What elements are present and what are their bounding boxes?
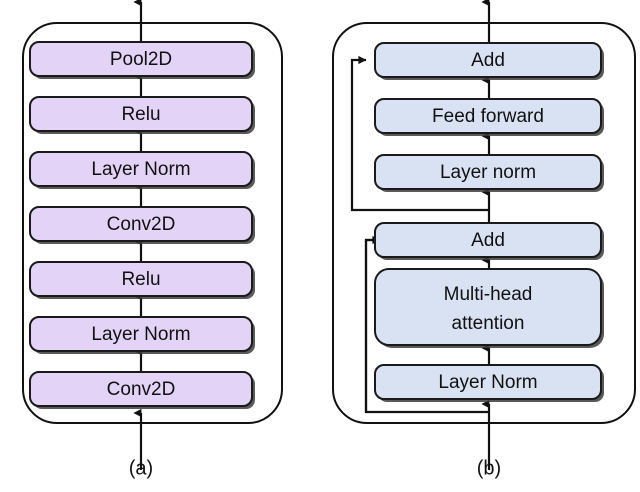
panel-b-block-multi-head-attention[interactable]: Multi-head attention [374, 268, 604, 348]
block-rect [374, 154, 602, 190]
panel-b-block-add-upper[interactable]: Add [374, 42, 604, 80]
skip-connection-feed-forward-residual [350, 55, 489, 212]
block-rect [374, 98, 602, 134]
panel-b-block-add-lower[interactable]: Add [374, 222, 604, 260]
panel-a-block-conv2d-lower[interactable]: Conv2D [29, 371, 255, 409]
block-label-line-2: attention [452, 313, 525, 334]
block-rect [374, 364, 602, 400]
block-label: Layer Norm [438, 372, 537, 393]
block-rect [374, 268, 602, 346]
block-label: Add [471, 230, 505, 251]
block-label: Add [471, 50, 505, 71]
block-label: Layer Norm [91, 324, 190, 345]
block-rect [374, 222, 602, 258]
panel-a-block-conv2d-upper[interactable]: Conv2D [29, 206, 255, 244]
block-rect [29, 96, 253, 132]
panel-a: Pool2D Relu Layer Norm Conv2D [22, 0, 283, 479]
block-rect [374, 42, 602, 78]
block-label: Conv2D [107, 214, 176, 235]
block-label: Layer Norm [91, 159, 190, 180]
panel-a-block-pool2d[interactable]: Pool2D [29, 41, 255, 79]
block-label: Pool2D [110, 49, 172, 70]
block-rect [29, 151, 253, 187]
panel-b-block-layer-norm-upper[interactable]: Layer norm [374, 154, 604, 192]
block-label-line-1: Multi-head [444, 284, 533, 305]
panel-b-block-layer-norm-lower[interactable]: Layer Norm [374, 364, 604, 402]
panel-a-container [22, 22, 283, 424]
panel-b-block-feed-forward[interactable]: Feed forward [374, 98, 604, 136]
block-rect [29, 41, 253, 77]
block-label: Feed forward [432, 106, 544, 127]
block-label: Layer norm [440, 162, 536, 183]
panel-a-block-relu-lower[interactable]: Relu [29, 261, 255, 299]
panel-a-block-relu-upper[interactable]: Relu [29, 96, 255, 134]
panel-b-container [332, 22, 636, 424]
block-label: Relu [121, 269, 160, 290]
block-rect [29, 261, 253, 297]
panel-b-caption: (b) [477, 457, 501, 479]
block-rect [29, 206, 253, 242]
block-rect [29, 371, 253, 407]
block-rect [29, 316, 253, 352]
panel-b: Add Feed forward Layer norm Add [332, 0, 636, 479]
panel-a-block-layer-norm-lower[interactable]: Layer Norm [29, 316, 255, 354]
panel-a-caption: (a) [129, 457, 153, 479]
block-label: Relu [121, 104, 160, 125]
block-label: Conv2D [107, 379, 176, 400]
panel-a-block-layer-norm-upper[interactable]: Layer Norm [29, 151, 255, 189]
